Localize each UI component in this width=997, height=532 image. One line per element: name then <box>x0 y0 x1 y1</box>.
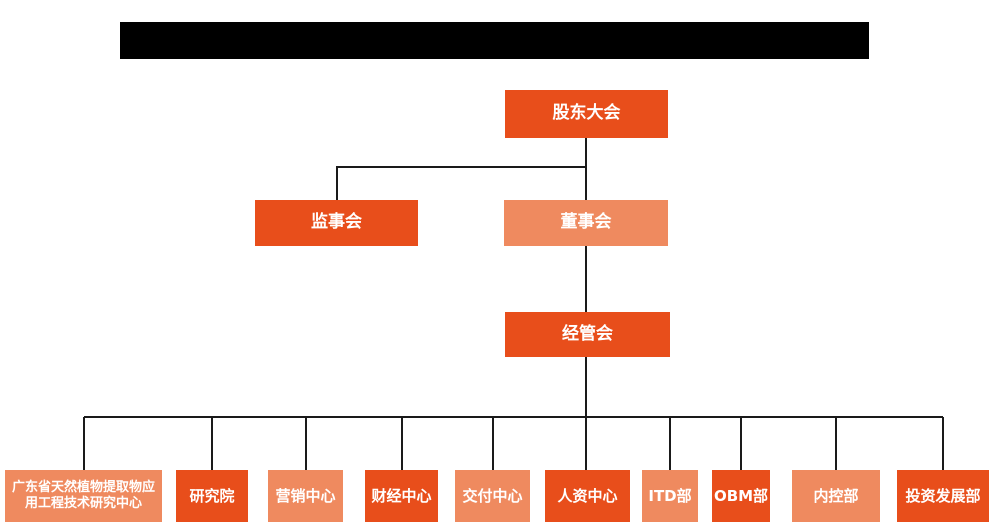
org-node-hr-center: 人资中心 <box>545 470 630 522</box>
redacted-title-bar <box>120 22 869 59</box>
org-node-investment-development-department: 投资发展部 <box>897 470 989 522</box>
org-node-finance-center: 财经中心 <box>365 470 438 522</box>
org-node-shareholders-meeting: 股东大会 <box>505 90 668 138</box>
org-node-label: 内控部 <box>813 486 859 505</box>
org-node-marketing-center: 营销中心 <box>268 470 343 522</box>
org-node-label: ITD部 <box>648 486 692 505</box>
org-node-gd-research-center: 广东省天然植物提取物应用工程技术研究中心 <box>5 470 162 522</box>
org-node-label: 股东大会 <box>552 103 621 124</box>
org-node-label: 投资发展部 <box>905 486 981 505</box>
org-node-supervisory-board: 监事会 <box>255 200 418 246</box>
org-node-itd-department: ITD部 <box>642 470 698 522</box>
org-node-internal-control-department: 内控部 <box>792 470 880 522</box>
org-node-board-of-directors: 董事会 <box>504 200 668 246</box>
org-node-label: OBM部 <box>713 486 769 505</box>
org-node-management-committee: 经管会 <box>505 312 670 357</box>
org-node-label: 交付中心 <box>462 486 523 505</box>
org-node-obm-department: OBM部 <box>712 470 770 522</box>
org-node-label: 经管会 <box>562 323 613 344</box>
org-node-label: 人资中心 <box>557 486 618 505</box>
org-node-research-institute: 研究院 <box>176 470 248 522</box>
org-node-label: 研究院 <box>189 486 235 505</box>
org-node-label: 财经中心 <box>371 486 432 505</box>
org-node-label: 广东省天然植物提取物应用工程技术研究中心 <box>11 479 155 511</box>
org-node-delivery-center: 交付中心 <box>455 470 530 522</box>
org-node-label: 监事会 <box>311 212 362 233</box>
org-node-label: 董事会 <box>560 212 612 233</box>
org-node-label: 营销中心 <box>275 486 336 505</box>
